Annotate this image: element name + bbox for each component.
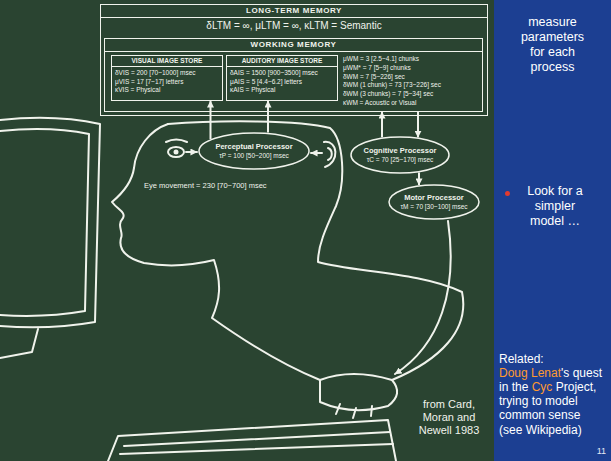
slide-note: Doug Lenat's quest in the Cyc Project, t… [499,366,605,437]
parameter-text: τP = 100 [50~200] msec [210,152,297,159]
memory-box: WORKING MEMORY μWM = 3 [2.5~4.1] chunksμW… [104,38,483,112]
eyebrow [166,140,187,143]
monitor-stand [0,329,38,358]
processor-outline [351,137,449,173]
source-note: from Card, Moran and Newell 1983 [410,398,488,438]
eye-arrow [186,151,197,153]
ellipse-outline [198,132,310,170]
ear-arrow [311,152,322,154]
eye [168,147,184,157]
processor-outline [199,133,309,169]
parameter-text: μWM* = 7 [5~9] chunks [343,64,479,73]
page-number: 11 [588,446,606,457]
processor-name: Cognitive Processor [361,147,439,156]
ear [324,142,335,167]
flow-arrow [418,173,420,185]
parameter-text: κVIS = Physical [112,86,222,94]
side-panel [494,0,611,461]
slide-note: Related: [499,352,605,366]
parameter-text: δVIS = 200 [70~1000] msec [112,69,222,77]
highlighted-text: Doug Lenat [499,366,561,380]
slide-note: measure parameters for each process [515,15,590,75]
box-heading: LONG-TERM MEMORY [101,5,487,18]
parameter-text: κAIS = Physical [227,86,337,94]
parameter-text: δWM (1 chunk) = 73 [73~226] sec [343,81,479,90]
monitor-screen [0,129,89,316]
flow-arrow [210,101,212,139]
processor-name: Motor Processor [398,194,470,203]
parameter-text: τC = 70 [25~170] msec [361,156,439,163]
ellipse-outline [350,136,450,174]
keyboard-keys [120,432,393,454]
box-heading: VISUAL IMAGE STORE [112,56,222,67]
parameter-text: μVIS = 17 [7~17] letters [112,78,222,86]
bullet-point: Look for a simpler model … [520,184,590,229]
processor-name: Perceptual Processor [210,143,297,152]
processor-outline [389,185,479,219]
bullet-dot [505,191,510,196]
caption-label: Eye movement = 230 [70~700] msec [142,181,269,190]
parameter-text: δAIS = 1500 [900~3500] msec [227,69,337,77]
face-profile [112,124,320,380]
hand [320,374,397,410]
fingers [336,404,372,418]
memory-box: LONG-TERM MEMORYδLTM = ∞, μLTM = ∞, κLTM… [100,4,488,116]
parameter-text: μAIS = 5 [4.4~6.2] letters [227,78,337,86]
store-box: VISUAL IMAGE STORE δVIS = 200 [70~1000] m… [111,55,223,101]
head-back [168,121,463,380]
processor-ellipse: Motor ProcessorτM = 70 [30~100] msec [388,184,480,220]
parameter-text: μWM = 3 [2.5~4.1] chunks [343,55,479,64]
store-box: AUDITORY IMAGE STORE δAIS = 1500 [900~350… [226,55,338,101]
keyboard [108,420,396,461]
parameter-text: κWM = Acoustic or Visual [343,99,479,108]
processor-ellipse: Perceptual ProcessorτP = 100 [50~200] ms… [198,132,310,170]
box-heading: WORKING MEMORY [105,39,482,52]
parameter-text: δWM = 7 [5~226] sec [343,73,479,82]
ellipse-outline [388,184,480,220]
parameter-text: δWM (3 chunks) = 7 [5~34] sec [343,90,479,99]
highlighted-text: Cyc [532,380,553,394]
flow-arrow [267,101,269,133]
pupil [174,150,179,155]
box-heading: AUDITORY IMAGE STORE [227,56,337,67]
processor-ellipse: Cognitive ProcessorτC = 70 [25~170] msec [350,136,450,174]
monitor-outline [0,118,100,328]
parameter-text: τM = 70 [30~100] msec [398,203,470,210]
parameter-text: δLTM = ∞, μLTM = ∞, κLTM = Semantic [101,18,487,35]
motor-arrow [395,221,451,374]
